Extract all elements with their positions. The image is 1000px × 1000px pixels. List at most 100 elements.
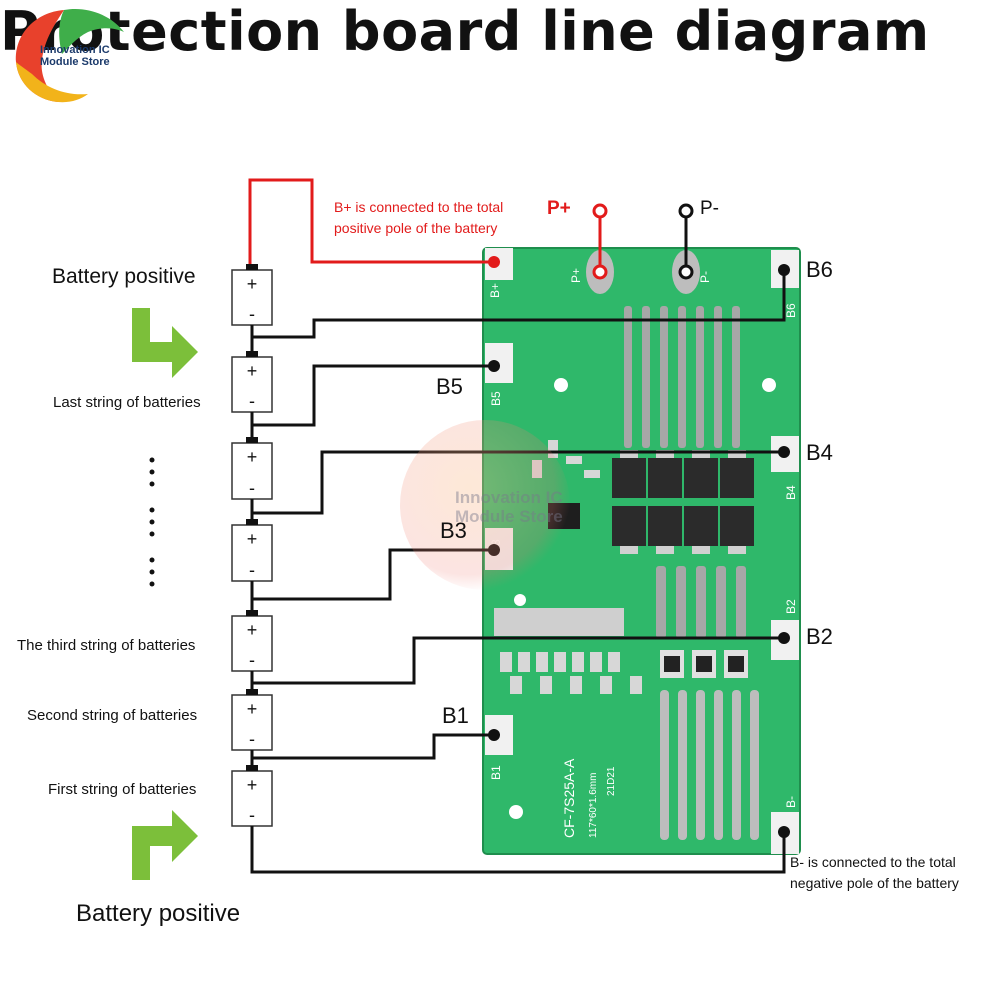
wire-b1 (252, 733, 494, 760)
label-p-plus: P+ (547, 198, 571, 219)
label-battery-positive-top: Battery positive (52, 265, 196, 288)
wire-b6 (252, 270, 786, 339)
silk-b6: B6 (784, 303, 798, 318)
silk-b5: B5 (489, 391, 503, 406)
label-third-string: The third string of batteries (17, 637, 196, 654)
page-title: Protection board line diagram (0, 0, 930, 63)
svg-text:-: - (249, 805, 255, 825)
p-plus-terminal (592, 203, 608, 219)
b-plus-note-line1: B+ is connected to the total (334, 199, 504, 215)
svg-text:-: - (249, 729, 255, 749)
silk-b2: B2 (784, 599, 798, 614)
board-spec: 117*60*1.6mm (588, 773, 599, 838)
mosfet-array (612, 458, 754, 546)
svg-text:+: + (247, 620, 258, 640)
wire-b4 (252, 450, 784, 515)
p-plus-node (592, 264, 608, 280)
shunt-resistors (660, 650, 748, 678)
arrow-right-icon (132, 810, 198, 880)
silk-b-minus: B- (784, 796, 798, 808)
wire-b-minus (250, 826, 786, 874)
node-b4 (778, 446, 790, 458)
silk-p-minus: P- (698, 271, 712, 283)
svg-text:-: - (249, 391, 255, 411)
silk-b1: B1 (489, 765, 503, 780)
battery-signs: + - + - + - + - + - + - + - (247, 274, 258, 825)
store-logo (6, 4, 131, 104)
label-last-string: Last string of batteries (53, 394, 201, 411)
svg-text:-: - (249, 304, 255, 324)
label-p-minus: P- (700, 198, 719, 219)
battery-cell (231, 694, 273, 751)
mount-hole (509, 805, 523, 819)
logo-line1: Innovation IC (40, 44, 110, 56)
label-b5: B5 (436, 374, 463, 399)
p-minus-node (678, 264, 694, 280)
svg-text:-: - (249, 560, 255, 580)
copper-strips-top (624, 306, 740, 448)
battery-cell (231, 770, 273, 827)
node-b-plus (488, 256, 500, 268)
battery-stack (231, 269, 273, 827)
protection-board: B+ P+ P- B6 B5 B4 B3 B2 B1 B- CF-7S25A-A… (482, 247, 801, 855)
wire-b3 (252, 548, 494, 601)
mosfet-tabs (620, 450, 746, 554)
label-b4: B4 (806, 440, 833, 465)
ellipsis-dots (149, 457, 155, 587)
arrow-right-icon (132, 308, 198, 378)
b-minus-note: B- is connected to the total negative po… (790, 852, 959, 894)
wire-b5 (252, 364, 494, 427)
ic-chip (548, 503, 580, 529)
p-minus-terminal (678, 203, 694, 219)
watermark-text: Innovation IC Module Store (455, 488, 563, 526)
mount-hole (554, 378, 568, 392)
copper-strips-bottom (660, 690, 759, 840)
svg-text:+: + (247, 447, 258, 467)
b-plus-note-line2: positive pole of the battery (334, 220, 498, 236)
node-b3 (488, 544, 500, 556)
node-b-minus (778, 826, 790, 838)
wire-b2 (252, 636, 784, 685)
balance-wires (250, 270, 786, 874)
label-b3: B3 (440, 518, 467, 543)
battery-cell (231, 615, 273, 672)
label-second-string: Second string of batteries (27, 707, 198, 724)
silk-b-plus: B+ (488, 283, 502, 298)
svg-text:+: + (247, 529, 258, 549)
node-b6 (778, 264, 790, 276)
svg-text:+: + (247, 274, 258, 294)
label-first-string: First string of batteries (48, 781, 197, 798)
b-plus-note: B+ is connected to the total positive po… (334, 197, 503, 239)
board-date: 21D21 (606, 766, 617, 796)
svg-text:-: - (249, 478, 255, 498)
label-b2: B2 (806, 624, 833, 649)
watermark-logo (400, 420, 570, 590)
battery-cell (231, 269, 273, 326)
node-b1 (488, 729, 500, 741)
svg-text:+: + (247, 775, 258, 795)
logo-text: Innovation IC Module Store (40, 44, 110, 68)
b-minus-note-line1: B- is connected to the total (790, 854, 956, 870)
mount-hole (514, 594, 526, 606)
tap-nodes (488, 264, 790, 838)
silk-b4: B4 (784, 485, 798, 500)
board-model: CF-7S25A-A (561, 758, 577, 838)
svg-text:-: - (249, 650, 255, 670)
svg-text:+: + (247, 361, 258, 381)
label-battery-positive-bottom: Battery positive (76, 900, 241, 927)
copper-strips-mid (656, 566, 746, 638)
label-b6: B6 (806, 257, 833, 282)
b-minus-note-line2: negative pole of the battery (790, 875, 959, 891)
node-b5 (488, 360, 500, 372)
logo-icon (15, 8, 124, 103)
wire-b-plus (248, 178, 494, 264)
svg-text:+: + (247, 699, 258, 719)
battery-terminals (246, 264, 258, 771)
smd-components (494, 440, 642, 694)
mount-hole (762, 378, 776, 392)
label-b1: B1 (442, 703, 469, 728)
battery-cell (231, 524, 273, 582)
silk-p-plus: P+ (569, 268, 583, 283)
logo-line2: Module Store (40, 56, 110, 68)
